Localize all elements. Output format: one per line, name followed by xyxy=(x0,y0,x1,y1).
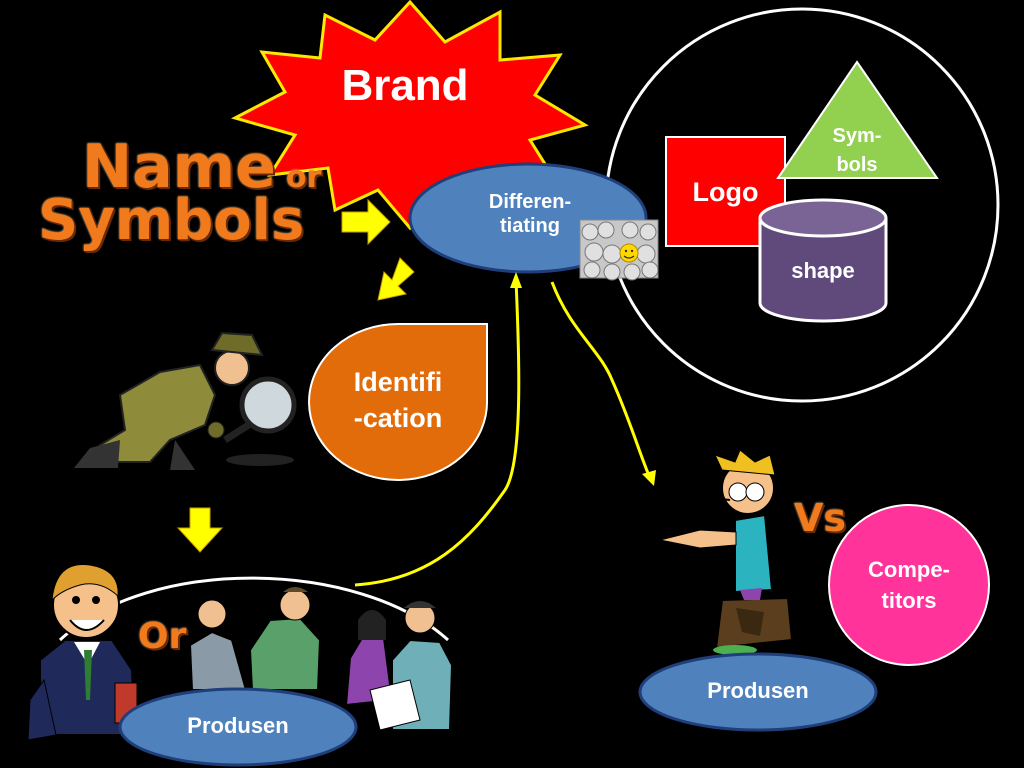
or-word: or xyxy=(286,160,322,195)
identification-label: Identifi -cation xyxy=(353,367,443,434)
connector-down xyxy=(550,281,652,479)
brand-burst xyxy=(230,0,589,231)
produsen-left-label: Produsen xyxy=(187,713,289,738)
produsen-left-bubble xyxy=(118,687,358,767)
differentiating-label: Differen- tiating xyxy=(488,191,572,237)
competitors-bubble xyxy=(828,504,990,666)
connector-up-head xyxy=(510,272,522,288)
presenter-clipart xyxy=(659,449,794,655)
shape-cylinder xyxy=(758,198,888,323)
name-word: Name xyxy=(82,132,276,202)
arrow-down-icon xyxy=(176,507,224,553)
vs-label: Vs xyxy=(794,496,847,540)
business-group-clipart xyxy=(188,587,454,731)
symbols-triangle-label: Sym- bols xyxy=(832,125,882,176)
connector-down-head xyxy=(642,470,656,486)
or-left-label: Or xyxy=(138,616,187,657)
produsen-right-bubble xyxy=(638,652,878,732)
identification-drop xyxy=(308,323,489,481)
shape-label: shape xyxy=(791,258,855,283)
arrow-down-left-icon xyxy=(377,257,415,301)
detective-clipart xyxy=(74,331,297,470)
logo-label: Logo xyxy=(692,177,759,207)
produsen-right-label: Produsen xyxy=(707,678,809,703)
smiley-crowd-icon xyxy=(579,219,659,281)
arrow-right-icon xyxy=(341,198,391,246)
competitors-label: Compe- titors xyxy=(868,557,950,613)
connector-up xyxy=(354,279,521,587)
brand-label: Brand xyxy=(341,61,469,110)
symbols-word: Symbols xyxy=(38,188,305,253)
businessman-clipart xyxy=(27,563,138,741)
symbols-triangle xyxy=(776,60,939,179)
